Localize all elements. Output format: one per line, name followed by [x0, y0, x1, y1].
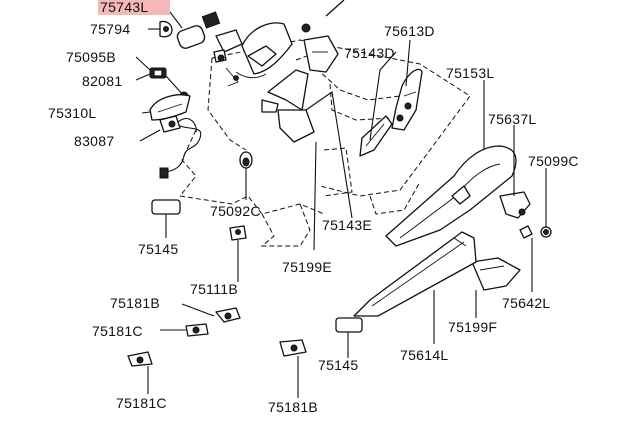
- seat-frame-outline: [179, 39, 471, 247]
- seat-belt-buckle-assembly: [176, 11, 243, 63]
- label-75099C[interactable]: 75099C: [528, 153, 579, 169]
- cover-75310L: [149, 94, 191, 121]
- label-75143E[interactable]: 75143E: [322, 217, 372, 233]
- label-75181C-lower[interactable]: 75181C: [116, 395, 167, 411]
- label-75614L[interactable]: 75614L: [400, 347, 449, 363]
- small-clip-75794: [159, 20, 173, 38]
- label-82081[interactable]: 82081: [82, 73, 122, 89]
- seat-back-cover: [225, 22, 293, 87]
- clip-75181B-lower: [279, 339, 307, 357]
- lever-knob-75637L: [499, 191, 531, 219]
- cover-75199F: [471, 257, 521, 291]
- label-75145-lower[interactable]: 75145: [318, 357, 358, 373]
- pin-75642L: [519, 225, 533, 239]
- seat-rail-cover-75614L: [353, 231, 477, 317]
- clip-75181B-upper: [215, 307, 241, 323]
- label-75145-upper[interactable]: 75145: [138, 241, 178, 257]
- label-75095B[interactable]: 75095B: [66, 49, 116, 65]
- leader-lines: [135, 11, 547, 398]
- label-75794[interactable]: 75794: [90, 21, 130, 37]
- selected-part-highlight: [98, 0, 170, 15]
- label-75181B-lower[interactable]: 75181B: [268, 399, 318, 415]
- clip-75181C-lower: [127, 351, 153, 367]
- label-75199F[interactable]: 75199F: [448, 319, 497, 335]
- label-75181C-upper[interactable]: 75181C: [92, 323, 143, 339]
- bracket-75092C: [239, 151, 253, 169]
- label-75153L[interactable]: 75153L: [446, 65, 495, 81]
- label-75743L[interactable]: 75743L: [100, 0, 149, 15]
- connector-75095B: [149, 67, 167, 79]
- bolt-75111B: [229, 225, 247, 252]
- label-75199E[interactable]: 75199E: [282, 259, 332, 275]
- label-75181B-upper[interactable]: 75181B: [110, 295, 160, 311]
- part-labels: 75743L 75794 75095B 82081 75310L 83087 7…: [48, 0, 579, 415]
- recliner-cover-75143D: [359, 115, 393, 157]
- cap-75145-lower: [335, 317, 363, 333]
- cap-75145-upper: [151, 199, 181, 215]
- label-75111B[interactable]: 75111B: [190, 281, 238, 297]
- label-75642L[interactable]: 75642L: [502, 295, 551, 311]
- clip-75181C-upper: [185, 323, 209, 337]
- label-75143D[interactable]: 75143D: [344, 45, 395, 61]
- label-83087[interactable]: 83087: [74, 133, 114, 149]
- label-75092C[interactable]: 75092C: [210, 203, 261, 219]
- wire-harness-83087: [159, 115, 202, 179]
- seat-frame-bracket: [261, 0, 345, 143]
- label-75637L[interactable]: 75637L: [488, 111, 537, 127]
- seat-cushion-side-cover-75153L: [385, 145, 517, 247]
- label-75310L[interactable]: 75310L: [48, 105, 97, 121]
- label-75613D[interactable]: 75613D: [384, 23, 435, 39]
- screw-75099C: [540, 226, 552, 238]
